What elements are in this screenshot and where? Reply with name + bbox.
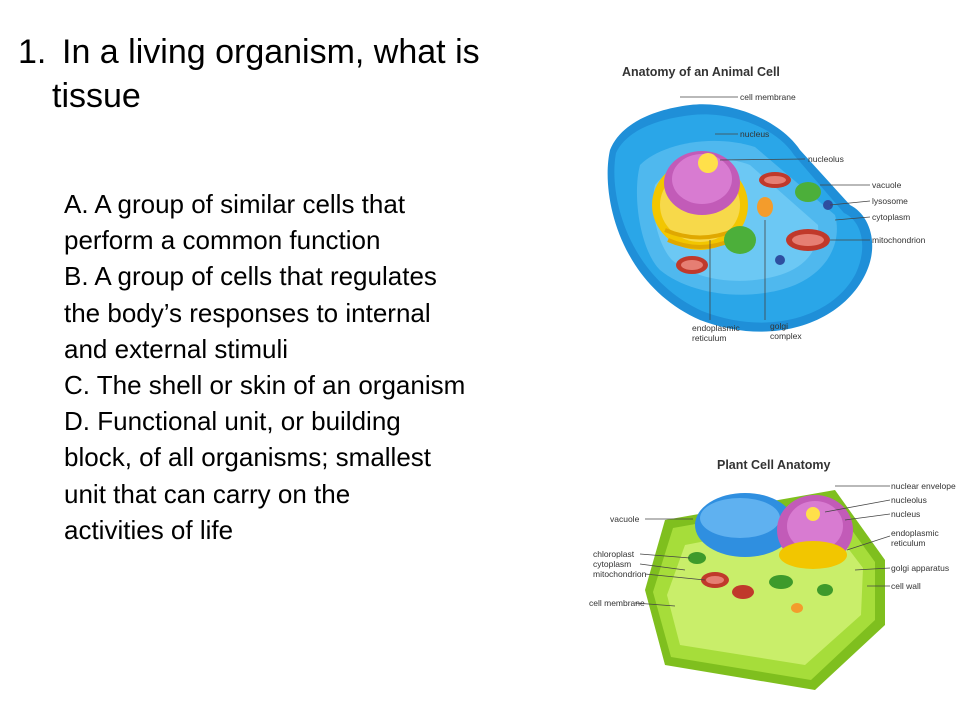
label-plant-nucleolus: nucleolus bbox=[891, 495, 927, 505]
choice-d-line-2: block, of all organisms; smallest bbox=[64, 442, 432, 473]
label-plant-nucleus: nucleus bbox=[891, 509, 921, 519]
choice-b-line-1: B. A group of cells that regulates bbox=[64, 261, 437, 292]
choice-d-line-1: D. Functional unit, or building bbox=[64, 406, 401, 437]
question-number: 1. bbox=[18, 33, 47, 71]
label-nuclear-envelope: nuclear envelope bbox=[891, 481, 956, 491]
label-golgi-apparatus: golgi apparatus bbox=[891, 563, 950, 573]
label-golgi-line-2: complex bbox=[770, 331, 802, 341]
question-text-line-2: tissue bbox=[52, 77, 141, 115]
animal-cell-figure: Anatomy of an Animal Cell cell membrane … bbox=[580, 55, 942, 350]
label-plant-er-line-2: reticulum bbox=[891, 538, 926, 548]
plant-cell-title: Plant Cell Anatomy bbox=[717, 458, 831, 472]
choice-c-line-1: C. The shell or skin of an organism bbox=[64, 370, 466, 401]
label-plant-cytoplasm: cytoplasm bbox=[593, 559, 632, 569]
label-plant-mitochondrion: mitochondrion bbox=[593, 569, 647, 579]
choice-b-line-3: and external stimuli bbox=[64, 333, 288, 364]
label-nucleus: nucleus bbox=[740, 129, 770, 139]
choice-d-line-4: activities of life bbox=[64, 514, 234, 545]
question: 1. In a living organism, what is tissue bbox=[18, 30, 578, 118]
label-cell-wall: cell wall bbox=[891, 581, 921, 591]
label-plant-vacuole: vacuole bbox=[610, 514, 640, 524]
label-mitochondrion: mitochondrion bbox=[872, 235, 926, 245]
label-plant-cell-membrane: cell membrane bbox=[589, 598, 645, 608]
label-cell-membrane: cell membrane bbox=[740, 92, 796, 102]
label-er-line-1: endoplasmic bbox=[692, 323, 740, 333]
label-plant-er-line-1: endoplasmic bbox=[891, 528, 939, 538]
label-chloroplast: chloroplast bbox=[593, 549, 635, 559]
choice-a-line-2: perform a common function bbox=[64, 225, 381, 256]
plant-cell-illustration bbox=[634, 485, 891, 690]
label-golgi-line-1: golgi bbox=[770, 321, 788, 331]
choice-b-line-2: the body’s responses to internal bbox=[64, 297, 431, 328]
animal-cell-title: Anatomy of an Animal Cell bbox=[622, 65, 780, 79]
label-lysosome: lysosome bbox=[872, 196, 908, 206]
label-er-line-2: reticulum bbox=[692, 333, 727, 343]
answer-choices: A. A group of similar cells that perform… bbox=[64, 186, 584, 548]
question-text-line-1: In a living organism, what is bbox=[62, 33, 480, 71]
label-vacuole: vacuole bbox=[872, 180, 902, 190]
label-nucleolus: nucleolus bbox=[808, 154, 844, 164]
choice-d-line-3: unit that can carry on the bbox=[64, 478, 351, 509]
label-cytoplasm: cytoplasm bbox=[872, 212, 911, 222]
animal-cell-illustration bbox=[607, 96, 873, 332]
plant-cell-figure: Plant Cell Anatomy vacuole chloroplast c… bbox=[585, 450, 956, 700]
choice-a-line-1: A. A group of similar cells that bbox=[64, 189, 406, 219]
